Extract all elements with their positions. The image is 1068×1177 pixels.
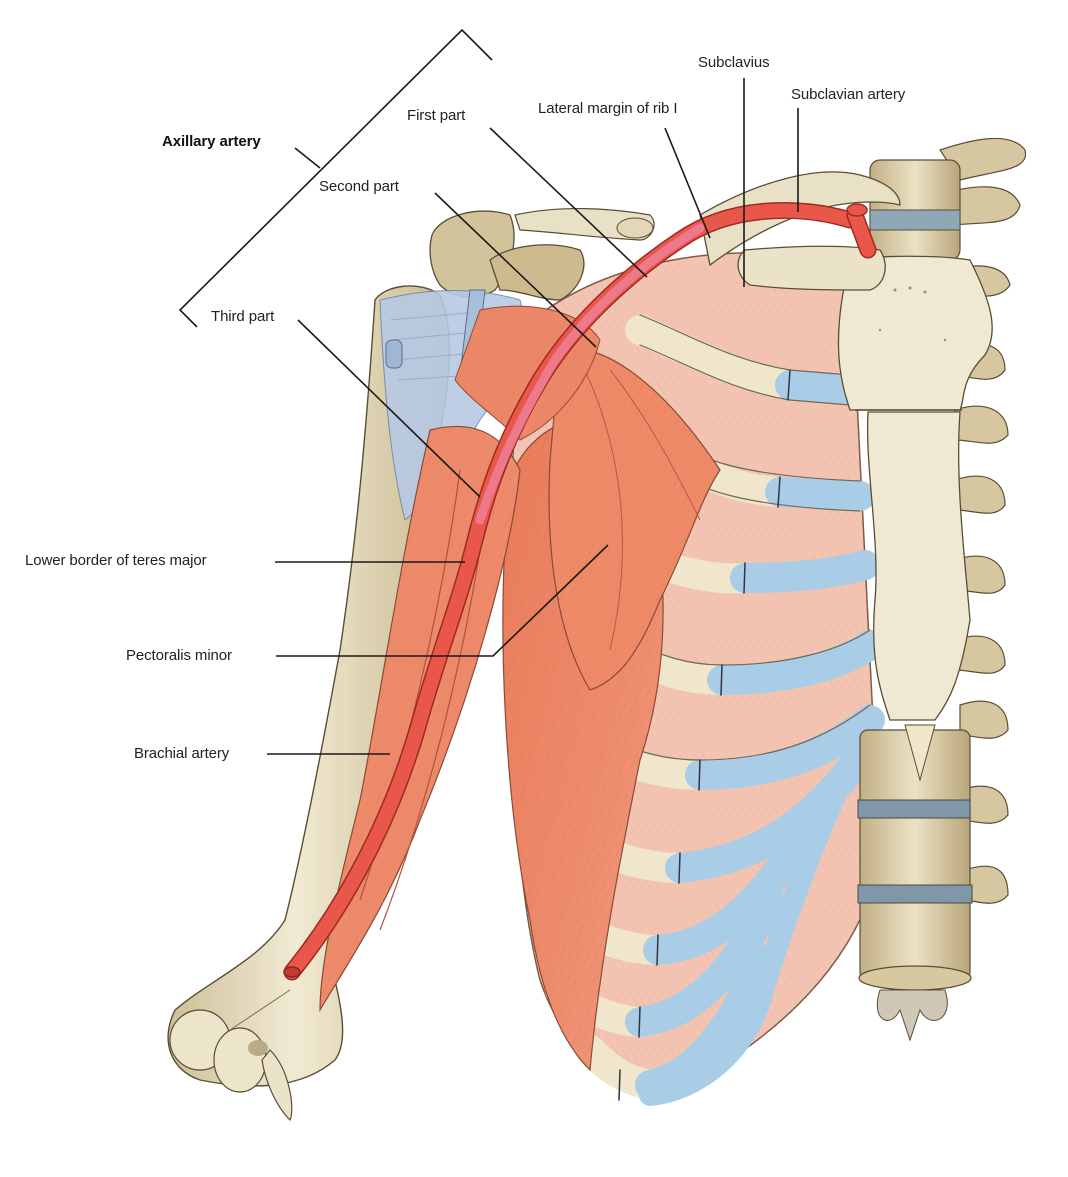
leader-lines: [178, 28, 799, 755]
label-axillary-artery: Axillary artery: [162, 133, 261, 150]
humerus: [167, 285, 451, 1122]
label-lower-border-teres-major: Lower border of teres major: [25, 552, 207, 569]
vertebral-column: [857, 137, 1027, 1042]
label-brachial-artery: Brachial artery: [134, 745, 230, 762]
clavicle: [514, 171, 901, 291]
label-pectoralis-minor: Pectoralis minor: [126, 647, 232, 664]
label-lateral-margin-rib-1: Lateral margin of rib I: [538, 100, 678, 117]
axillary-bracket: [178, 28, 493, 328]
label-subclavius: Subclavius: [698, 54, 770, 71]
sternum: [837, 255, 993, 721]
scapula: [429, 210, 585, 301]
arteries: [283, 202, 877, 981]
label-second-part: Second part: [319, 178, 399, 195]
pectoralis-minor: [548, 348, 721, 691]
label-subclavian-artery: Subclavian artery: [791, 86, 906, 103]
label-third-part: Third part: [211, 308, 275, 325]
label-first-part: First part: [407, 107, 466, 124]
